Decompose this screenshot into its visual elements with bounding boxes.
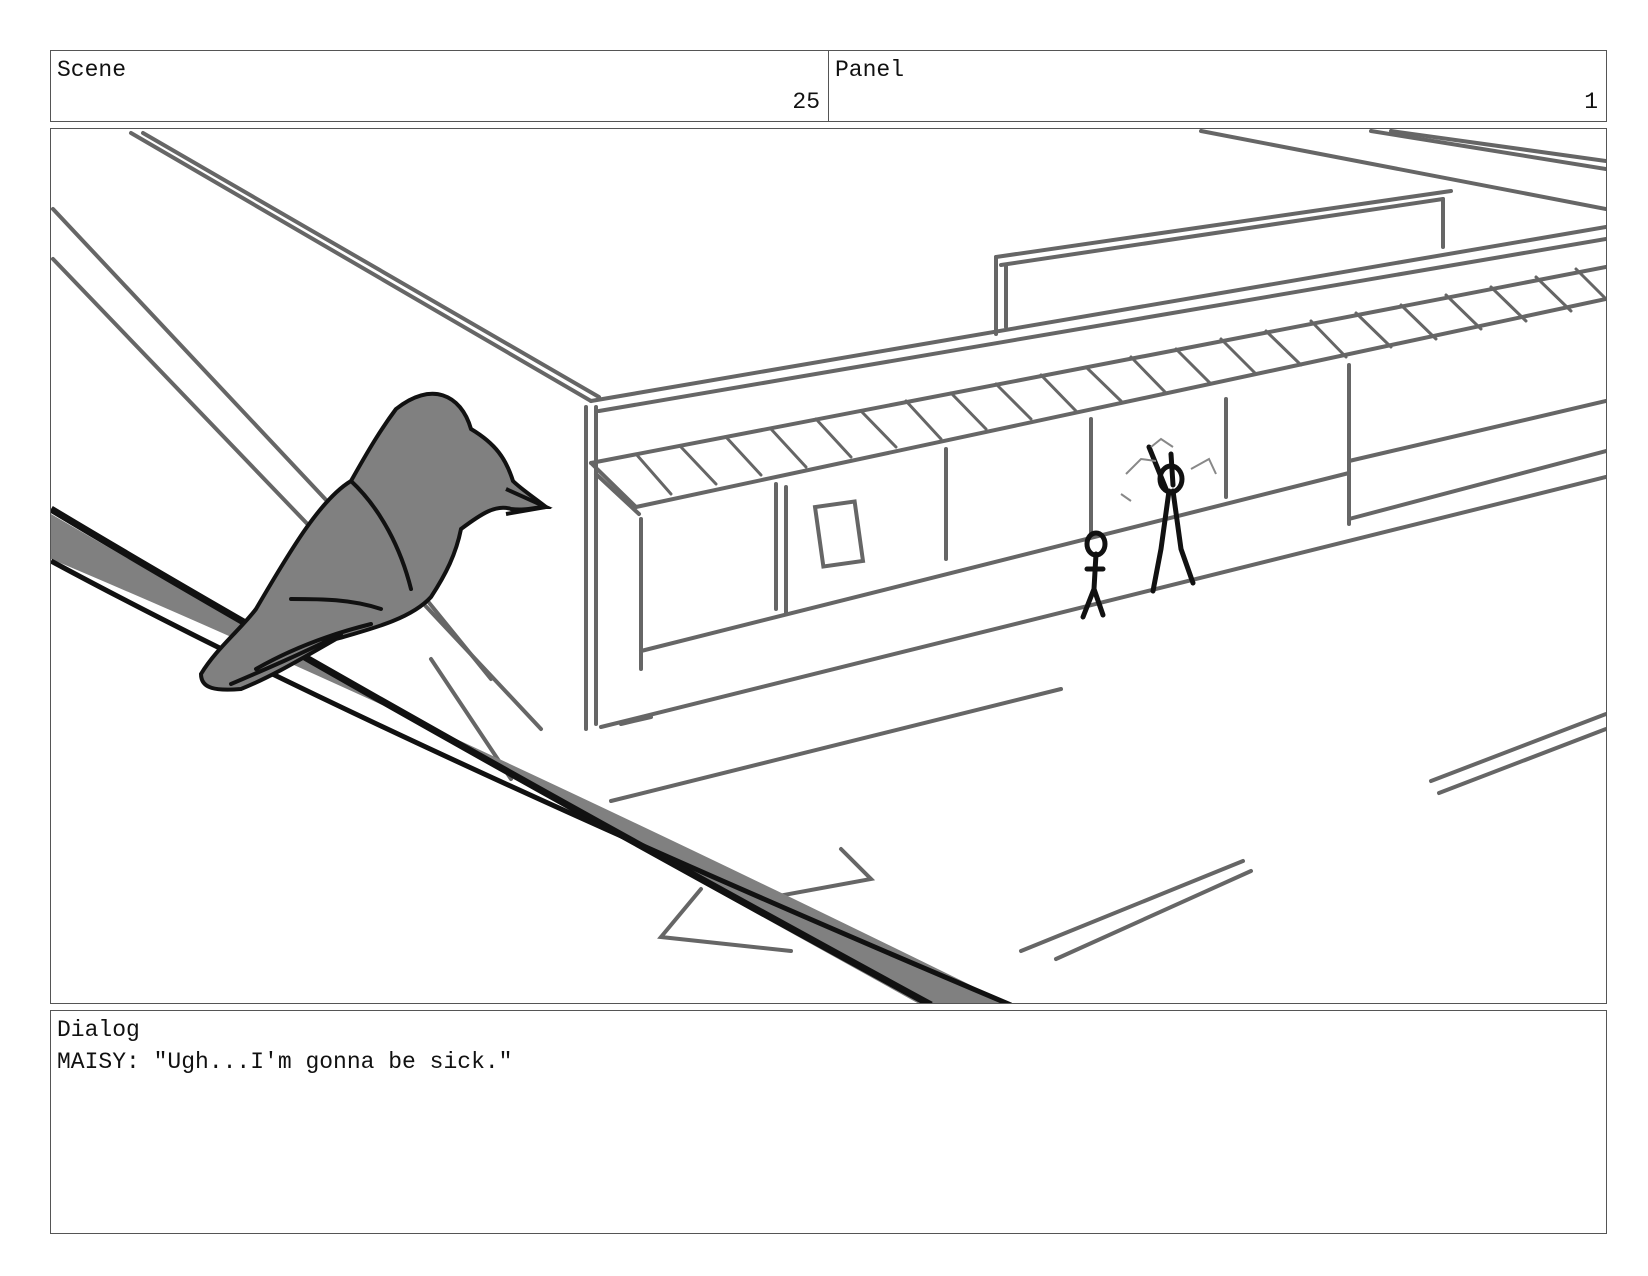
dialog-box: Dialog MAISY: "Ugh...I'm gonna be sick."	[50, 1010, 1607, 1234]
scene-box: Scene 25	[50, 50, 829, 122]
scene-number: 25	[792, 89, 820, 115]
dialog-text: MAISY: "Ugh...I'm gonna be sick."	[57, 1049, 513, 1075]
storyboard-frame	[50, 128, 1607, 1004]
panel-number: 1	[1584, 89, 1598, 115]
dialog-label: Dialog	[57, 1017, 140, 1043]
panel-box: Panel 1	[828, 50, 1607, 122]
scene-label: Scene	[57, 57, 127, 83]
storyboard-sketch-icon	[51, 129, 1606, 1003]
panel-label: Panel	[835, 57, 905, 83]
